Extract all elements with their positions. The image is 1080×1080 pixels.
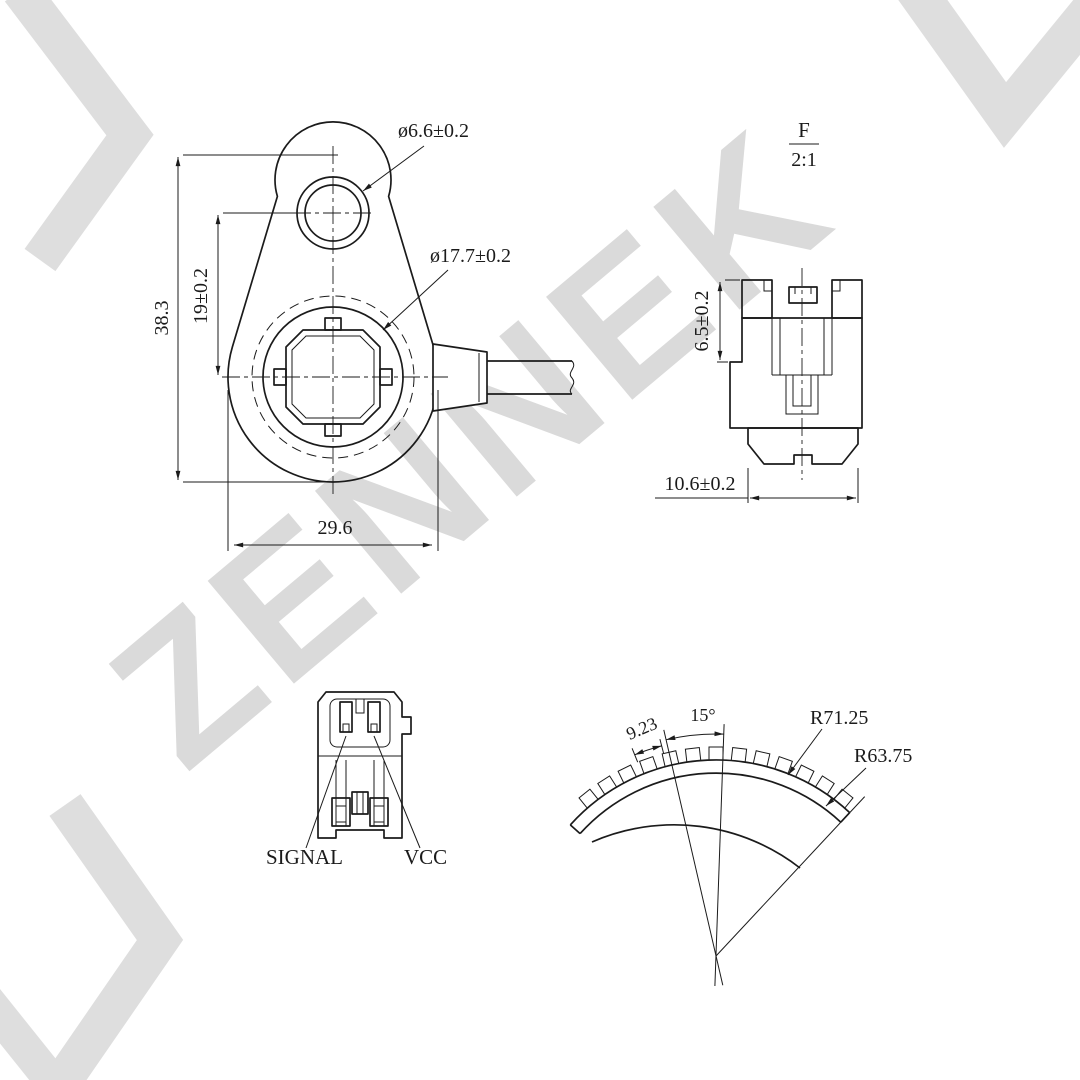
- dim-mount-hole: ø6.6±0.2: [362, 120, 469, 192]
- dim-text-angle: 15°: [690, 705, 715, 725]
- leader-line: [382, 269, 449, 331]
- watermark-text: ZENNEK: [72, 86, 872, 807]
- pin-left: [339, 701, 353, 733]
- dim-hole-centers: 19±0.2: [190, 212, 293, 375]
- dim-text-section-height: 6.5±0.2: [691, 291, 713, 352]
- bore-key-inner-octagon: [291, 335, 375, 419]
- terminal-right: [369, 797, 389, 827]
- section-left-post-notch: [763, 280, 772, 292]
- hub-arc: [591, 824, 801, 869]
- leader-line: [362, 145, 425, 192]
- ring-outer-arc: [569, 759, 851, 826]
- section-inner-channel-wall: [792, 375, 812, 407]
- ring-tooth: [752, 750, 771, 768]
- dim-overall-height: 38.3: [151, 154, 338, 483]
- dim-text-centers: 19±0.2: [190, 268, 212, 324]
- ring-tooth: [730, 746, 748, 763]
- connector-outline: [317, 691, 412, 839]
- section-view: F 2:1 6.5±0.2: [655, 118, 863, 503]
- ring-tooth: [684, 746, 702, 763]
- section-base: [747, 427, 859, 465]
- radial-line-left: [663, 729, 724, 986]
- ring-tooth: [617, 764, 638, 784]
- dim-text-sensor-bore: ø17.7±0.2: [430, 245, 511, 267]
- terminal-center: [351, 791, 369, 815]
- dim-text-pitch: 9.23: [623, 713, 660, 744]
- watermark-chevron-top-left: [4, 0, 154, 272]
- terminal-left: [331, 797, 351, 827]
- bore-key-outer-octagon: [285, 329, 381, 425]
- dim-section-height: 6.5±0.2: [691, 279, 740, 363]
- ring-tooth: [814, 775, 835, 796]
- radial-line-right: [715, 796, 866, 957]
- pin-left-tip: [342, 723, 350, 733]
- pitch-extension-line: [659, 738, 665, 754]
- ring-tooth: [638, 756, 658, 775]
- ring-tooth: [833, 788, 854, 809]
- connector-cavity: [329, 698, 391, 748]
- section-scale: 2:1: [791, 149, 817, 171]
- section-center-key: [788, 286, 818, 304]
- dim-text-outer-radius: R71.25: [810, 707, 868, 729]
- pitch-dimension-arc: [634, 745, 662, 756]
- section-label: F: [798, 118, 810, 142]
- vcc-leader-line: [373, 735, 421, 849]
- ring-teeth: [578, 746, 854, 809]
- radial-line-mid: [714, 724, 725, 987]
- ring-inner-arc: [579, 772, 842, 835]
- angle-dimension-arc: [665, 731, 724, 741]
- vcc-pin-label: VCC: [404, 845, 447, 869]
- terminal-left-inner: [335, 805, 347, 823]
- watermark-chevron-bottom-corner: [0, 989, 69, 1080]
- ring-tooth: [774, 756, 794, 775]
- watermark-chevron-bottom-left: [44, 794, 184, 1080]
- signal-leader-line: [305, 735, 347, 849]
- pin-right: [367, 701, 381, 733]
- dim-sensor-bore: ø17.7±0.2: [382, 245, 511, 331]
- ring-end-cap-left: [569, 824, 581, 835]
- inner-radius-leader: [825, 767, 867, 807]
- signal-pin-label: SIGNAL: [266, 845, 343, 869]
- tone-ring-view: 15° 9.23 R71.25 R63.75: [569, 705, 912, 987]
- terminal-right-inner: [373, 805, 385, 823]
- dim-text-inner-radius: R63.75: [854, 745, 912, 767]
- watermark-chevron-top-right: [898, 0, 1080, 148]
- front-view: 38.3 19±0.2 29.6 ø6.6±0.2 ø17.7±0.2: [151, 120, 575, 551]
- section-right-post: [831, 279, 863, 319]
- outer-radius-leader: [787, 728, 823, 776]
- cavity-center-rib: [355, 698, 365, 714]
- section-right-post-notch: [832, 280, 841, 292]
- section-body: [729, 317, 863, 429]
- ring-tooth: [794, 764, 815, 784]
- ring-tooth: [597, 775, 618, 796]
- dim-section-width: 10.6±0.2: [655, 468, 859, 503]
- dim-overall-width: 29.6: [227, 390, 439, 551]
- ring-tooth: [578, 788, 599, 809]
- dim-text-width: 29.6: [318, 517, 353, 539]
- pin-right-tip: [370, 723, 378, 733]
- dim-text-mount-hole: ø6.6±0.2: [398, 120, 469, 142]
- section-inner-channel: [785, 375, 819, 415]
- ring-tooth: [708, 746, 724, 761]
- cable-sleeve: [432, 343, 488, 412]
- connector-view: SIGNAL VCC: [266, 691, 447, 869]
- dim-text-section-width: 10.6±0.2: [665, 473, 736, 495]
- dim-text-height: 38.3: [151, 301, 173, 336]
- cable-break-line: [569, 360, 575, 395]
